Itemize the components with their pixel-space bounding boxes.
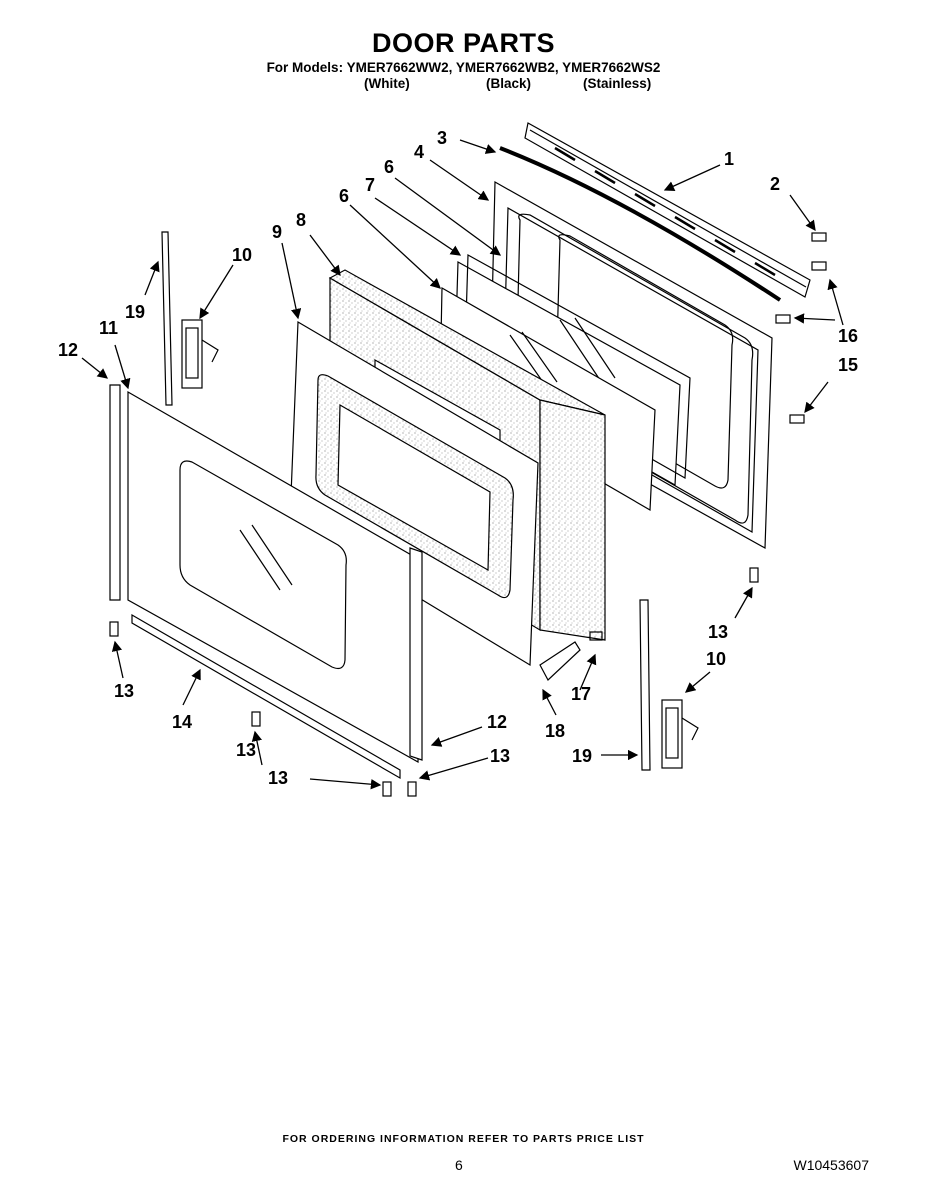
screw-group: [109, 232, 827, 797]
document-number: W10453607: [793, 1157, 869, 1173]
top-vent-trim-part: [524, 122, 811, 298]
callout-11: 11: [99, 318, 118, 338]
callout-10b: 10: [706, 649, 726, 669]
callout-6a: 6: [384, 157, 394, 177]
page-number: 6: [455, 1157, 463, 1173]
callout-2: 2: [770, 174, 780, 194]
callout-12a: 12: [58, 340, 78, 360]
leader-lines: [81, 139, 844, 790]
models-line: For Models: YMER7662WW2, YMER7662WB2, YM…: [266, 60, 661, 75]
callout-18: 18: [545, 721, 565, 741]
hinge-rail-right-part: [639, 599, 651, 771]
callout-12b: 12: [487, 712, 507, 732]
door-parts-diagram: 1 2 3 4 6 7 6 8 9 10 19 11 12 16 15 13 1…: [58, 122, 858, 797]
callout-7: 7: [365, 175, 375, 195]
callout-13d: 13: [268, 768, 288, 788]
page-title: DOOR PARTS: [371, 28, 555, 58]
callout-3: 3: [437, 128, 447, 148]
bottom-trim-part: [131, 613, 401, 780]
callout-6b: 6: [339, 186, 349, 206]
door-liner-part: [289, 320, 539, 667]
gasket-strip-part: [499, 146, 782, 302]
variant-white: (White): [364, 76, 410, 91]
hinge-rail-left-part: [161, 231, 173, 406]
hinge-left-part: [181, 319, 219, 389]
callout-19b: 19: [572, 746, 592, 766]
callout-1: 1: [724, 149, 734, 169]
bracket-part: [539, 641, 581, 681]
callout-labels: 1 2 3 4 6 7 6 8 9 10 19 11 12 16 15 13 1…: [58, 128, 858, 788]
side-trim-right-part: [409, 547, 423, 761]
callout-15: 15: [838, 355, 858, 375]
callout-17: 17: [571, 684, 591, 704]
callout-8: 8: [296, 210, 306, 230]
side-trim-left-part: [109, 384, 121, 601]
callout-9: 9: [272, 222, 282, 242]
outer-door-panel-part: [127, 390, 421, 764]
variant-black: (Black): [486, 76, 532, 91]
callout-13e: 13: [236, 740, 256, 760]
variant-stainless: (Stainless): [583, 76, 652, 91]
callout-4: 4: [414, 142, 424, 162]
callout-10a: 10: [232, 245, 252, 265]
callout-19a: 19: [125, 302, 145, 322]
callout-13c: 13: [490, 746, 510, 766]
ordering-note: FOR ORDERING INFORMATION REFER TO PARTS …: [282, 1133, 645, 1145]
callout-13b: 13: [114, 681, 134, 701]
hinge-right-part: [661, 699, 699, 769]
callout-14: 14: [172, 712, 192, 732]
callout-16: 16: [838, 326, 858, 346]
callout-13a: 13: [708, 622, 728, 642]
